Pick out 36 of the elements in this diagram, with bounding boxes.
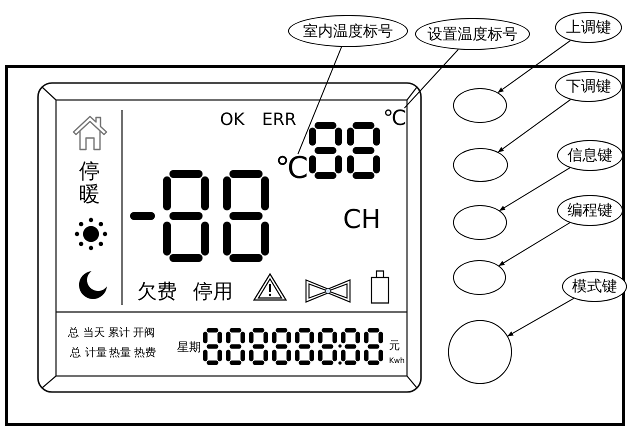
unit-label: 元	[389, 340, 400, 351]
callout-ellipse: 上调键	[555, 12, 622, 43]
indicator-label: OK	[220, 112, 245, 129]
indicator-label: 热量	[109, 347, 131, 358]
indicator-label: 累计	[108, 327, 130, 338]
indicator-label: 欠费	[137, 281, 177, 301]
indicator-label: CH	[343, 207, 381, 233]
indicator-label: ERR	[262, 112, 296, 129]
indicator-label: 计量	[85, 347, 107, 358]
callout-ellipse: 下调键	[555, 71, 622, 102]
callout-ellipse: 室内温度标号	[288, 15, 408, 47]
unit-symbol: ℃	[275, 154, 309, 184]
indicator-label: 当天	[83, 327, 105, 338]
leader-line	[297, 46, 342, 154]
indicator-label: 停暖	[79, 160, 100, 206]
arrow	[498, 222, 570, 266]
callout-ellipse: 编程键	[557, 195, 623, 226]
callout-ellipse: 设置温度标号	[415, 18, 530, 50]
oval-key	[453, 260, 506, 295]
indicator-label: 总	[70, 347, 81, 358]
callout-ellipse: 模式键	[562, 271, 627, 302]
leader-line	[404, 49, 459, 108]
arrow	[498, 99, 571, 153]
arrow	[498, 40, 571, 93]
indicator-label: 停用	[193, 281, 233, 301]
arrow	[499, 167, 570, 212]
oval-key	[453, 148, 508, 182]
callout-ellipse: 信息键	[557, 140, 623, 171]
oval-key	[453, 88, 507, 123]
indicator-label: 星期	[177, 341, 201, 353]
indicator-label: 热费	[134, 347, 156, 358]
unit-symbol: ℃	[383, 108, 407, 129]
indicator-label: 总	[68, 327, 79, 338]
indicator-label: 开阀	[133, 327, 155, 338]
oval-key	[453, 205, 507, 240]
arrow	[507, 298, 574, 337]
